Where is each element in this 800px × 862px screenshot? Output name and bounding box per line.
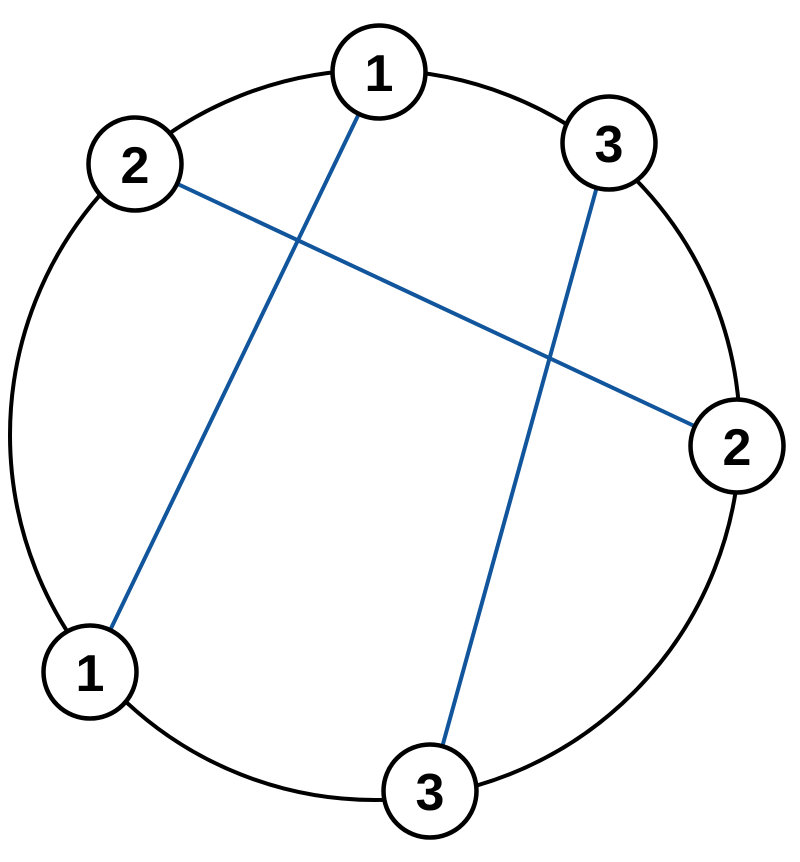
node-circle bbox=[41, 623, 139, 721]
graph-node-right-2: 2 bbox=[688, 397, 786, 495]
node-label: 3 bbox=[416, 764, 445, 822]
edge-topleft-2-right-2 bbox=[134, 162, 738, 448]
edge-top-1-bottomleft-1 bbox=[88, 71, 381, 673]
node-label: 2 bbox=[723, 419, 752, 477]
edge-topright-3-bottom-3 bbox=[428, 142, 611, 792]
graph-node-topright-3: 3 bbox=[560, 94, 658, 192]
node-circle bbox=[86, 115, 184, 213]
graph-node-bottomleft-1: 1 bbox=[41, 623, 139, 721]
node-circle bbox=[560, 94, 658, 192]
node-label: 1 bbox=[365, 45, 394, 103]
graph-node-topleft-2: 2 bbox=[86, 115, 184, 213]
node-label: 3 bbox=[595, 116, 624, 174]
node-circle bbox=[381, 742, 479, 840]
node-label: 2 bbox=[121, 137, 150, 195]
node-label: 1 bbox=[76, 645, 105, 703]
node-circle bbox=[688, 397, 786, 495]
node-circle bbox=[330, 23, 428, 121]
graph-node-bottom-3: 3 bbox=[381, 742, 479, 840]
graph-node-top-1: 1 bbox=[330, 23, 428, 121]
